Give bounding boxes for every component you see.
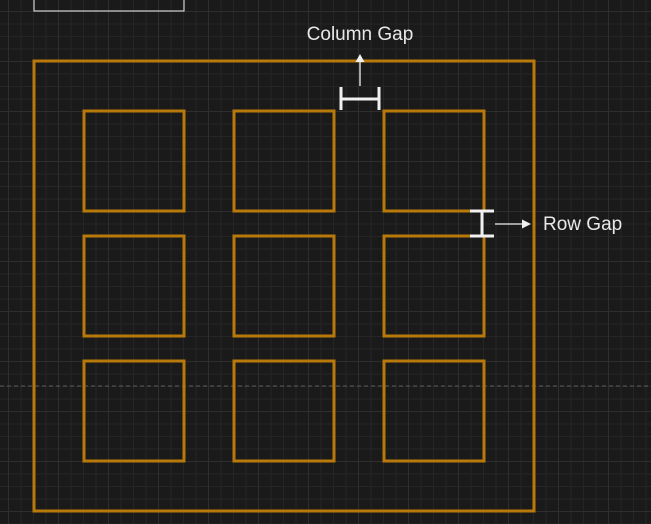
grid-items	[82, 109, 486, 463]
grid-item-r1-c3	[382, 109, 486, 213]
row-gap-arrow	[495, 219, 531, 229]
grid-item-r2-c3	[382, 234, 486, 338]
column-gap-label: Column Gap	[307, 24, 414, 45]
grid-item-r2-c1	[82, 234, 186, 338]
grid-container	[32, 59, 536, 513]
grid-item-r1-c2	[232, 109, 336, 213]
grid-item-r3-c1	[82, 359, 186, 463]
grid-item-r1-c1	[82, 109, 186, 213]
grid-item-r2-c2	[232, 234, 336, 338]
row-gap-label: Row Gap	[543, 214, 622, 235]
column-gap-marker	[339, 87, 381, 110]
grid-item-r3-c3	[382, 359, 486, 463]
row-gap-marker	[470, 209, 494, 238]
grid-item-r3-c2	[232, 359, 336, 463]
column-gap-arrow	[355, 54, 365, 86]
top-left-partial-box	[33, 0, 185, 12]
